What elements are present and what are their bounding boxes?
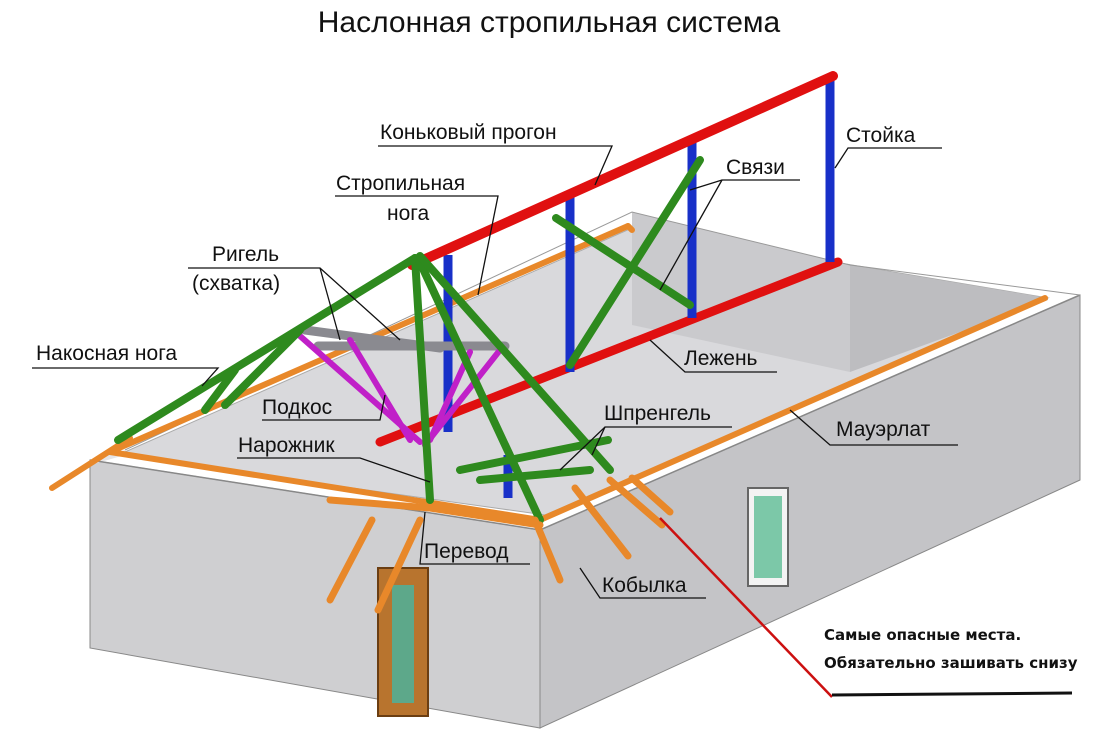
rafter-front-3: [416, 252, 614, 474]
diagram-title: Наслонная стропильная система: [317, 6, 781, 39]
leader-narozhnik: [237, 457, 431, 483]
label-kobylka: Кобылка: [602, 574, 687, 597]
label-narozhnik: Нарожник: [238, 434, 335, 457]
door-glass: [392, 585, 414, 703]
ridge-beam: [407, 71, 838, 270]
jack-6: [628, 474, 674, 516]
note-line-2: Обязательно зашивать снизу: [824, 654, 1078, 672]
rafters: [114, 252, 614, 524]
label-perevod: Перевод: [424, 540, 509, 563]
mauerlat-front: [107, 449, 543, 523]
leader-konkovyi: [378, 145, 613, 186]
leader-rigel-2: [319, 267, 341, 341]
leader-podkos: [262, 394, 386, 421]
hip-rafter-overhang: [49, 435, 133, 491]
annotation-pointer: [659, 517, 833, 698]
leader-kobylka: [579, 567, 706, 599]
leader-perevod: [419, 511, 530, 565]
leader-stropilnaya: [335, 195, 499, 296]
leader-shprengel-2: [591, 426, 606, 456]
tie-2: [566, 156, 704, 369]
label-noga: нога: [387, 202, 430, 225]
label-stoika: Стойка: [846, 124, 916, 147]
leader-lezhen: [649, 339, 777, 373]
leader-lines: [32, 145, 958, 599]
label-mauerlat: Мауэрлат: [836, 418, 931, 441]
leader-mauerlat: [789, 409, 958, 446]
struts: [297, 333, 503, 448]
ties: [552, 156, 704, 369]
wall-back-inner-2: [850, 265, 1048, 372]
jack-3: [531, 516, 564, 584]
window-glass: [754, 496, 782, 578]
rafter-front-1: [411, 254, 434, 504]
hip-shprengel-2: [476, 466, 594, 484]
strut-4: [427, 349, 473, 443]
jack-4: [571, 484, 632, 560]
rafter-left-2: [201, 366, 239, 414]
perevod-beam: [426, 504, 544, 529]
leader-nakosnaya: [32, 367, 220, 387]
label-rigel: Ригель: [212, 243, 280, 266]
label-svyazi: Связи: [726, 156, 785, 179]
label-lezhen: Лежень: [684, 347, 758, 370]
jack-5: [606, 476, 666, 529]
jack-2: [374, 516, 424, 614]
label-konkovyi-progon: Коньковый прогон: [380, 121, 557, 144]
mauerlat-back: [625, 223, 635, 233]
jack-rafters: [326, 474, 674, 614]
tie-1: [552, 214, 694, 309]
hip-shprengel-1: [456, 436, 612, 474]
label-stropilnaya: Стропильная: [336, 172, 466, 195]
leader-stoika: [834, 147, 942, 169]
wall-back-edge: [124, 211, 1081, 451]
label-nakosnaya-noga: Накосная нога: [36, 342, 178, 365]
leader-svyazi-2: [659, 179, 723, 291]
narozhnik-beam: [326, 496, 434, 512]
strut-2: [347, 337, 413, 443]
annotation-underline: [831, 691, 1073, 697]
jack-1: [326, 516, 376, 604]
rafter-left-1: [221, 326, 304, 409]
label-shprengel: Шпренгель: [604, 402, 711, 425]
mauerlat-right: [537, 295, 1048, 523]
lezhen-beam: [375, 257, 843, 447]
note-line-1: Самые опасные места.: [824, 626, 1022, 644]
label-skhvatka: (схватка): [192, 272, 281, 295]
window: [747, 487, 789, 587]
label-podkos: Подкос: [262, 396, 333, 419]
leader-svyazi: [689, 179, 800, 191]
hip-rafter-left: [114, 254, 419, 444]
